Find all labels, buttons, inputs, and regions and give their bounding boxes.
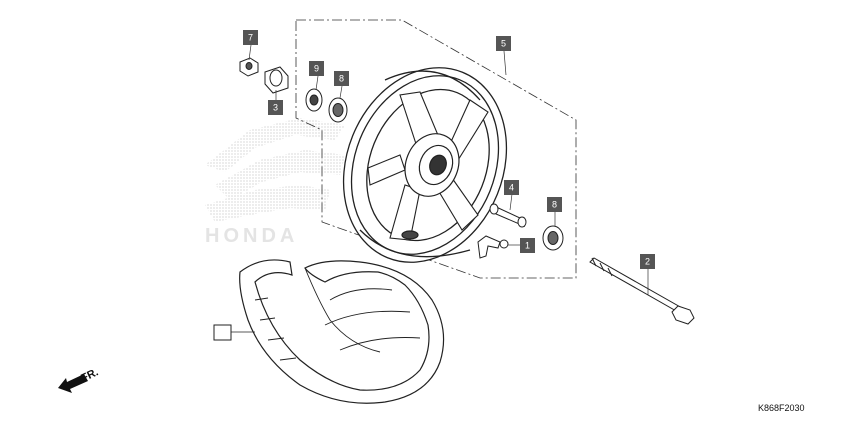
tire-label-box	[213, 324, 232, 341]
callout-spacer: 4	[504, 180, 519, 195]
axle-bolt	[589, 257, 695, 325]
svg-text:8: 8	[552, 200, 557, 210]
callout-wheel: 5	[496, 36, 511, 51]
callout-nut: 7	[243, 30, 258, 45]
seal-part	[305, 88, 323, 112]
svg-text:3: 3	[273, 103, 278, 113]
wheel-hub	[401, 133, 460, 240]
nut-part	[239, 57, 259, 77]
callout-collar: 3	[268, 100, 283, 115]
callout-axle: 2	[640, 254, 655, 269]
svg-text:2: 2	[645, 257, 650, 267]
svg-text:4: 4	[509, 183, 514, 193]
front-direction-label: FR.	[79, 366, 100, 384]
diagram-code: K868F2030	[758, 403, 805, 413]
collar-part	[264, 66, 289, 94]
svg-text:9: 9	[314, 64, 319, 74]
watermark-text: HONDA	[205, 225, 298, 247]
watermark-logo: HONDA	[205, 118, 345, 247]
valve-part	[477, 235, 509, 259]
bearing-left-part	[328, 97, 348, 123]
callout-bearing-right: 8	[547, 197, 562, 212]
leader-lines	[248, 44, 649, 295]
svg-text:7: 7	[248, 33, 253, 43]
assembly-boundary	[295, 19, 577, 279]
bearing-right-part	[542, 225, 564, 251]
svg-text:1: 1	[525, 241, 530, 251]
callout-valve: 1	[520, 238, 535, 253]
svg-text:5: 5	[501, 39, 506, 49]
callout-bearing-left: 8	[334, 71, 349, 86]
svg-text:8: 8	[339, 74, 344, 84]
spacer-part	[489, 203, 527, 228]
front-direction-arrow: FR.	[58, 366, 100, 393]
tire	[239, 259, 445, 404]
callout-seal: 9	[309, 61, 324, 76]
